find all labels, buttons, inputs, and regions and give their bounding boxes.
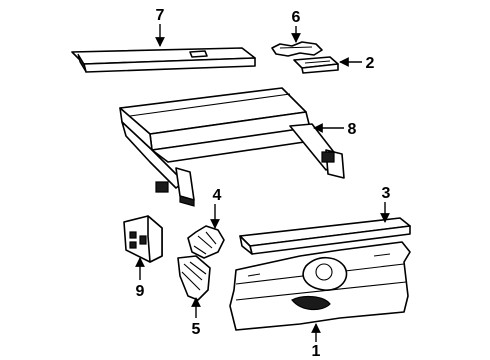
part-2-support	[293, 56, 339, 74]
callout-2: 2	[366, 55, 375, 72]
callout-7: 7	[156, 7, 165, 24]
part-5-bracket	[177, 255, 211, 301]
callout-5: 5	[192, 321, 201, 338]
callout-9: 9	[136, 283, 145, 300]
part-3-bar	[239, 217, 411, 255]
part-9-block	[123, 215, 163, 263]
callout-4: 4	[213, 187, 222, 204]
callout-1: 1	[312, 343, 321, 360]
part-1-rear-panel	[229, 241, 411, 331]
part-4-bracket	[187, 225, 225, 259]
callout-8: 8	[348, 121, 357, 138]
part-8-crossmember	[119, 87, 345, 207]
part-6-bracket	[271, 41, 323, 57]
part-7-panel	[71, 47, 256, 73]
callout-3: 3	[382, 185, 391, 202]
callout-6: 6	[292, 9, 301, 26]
